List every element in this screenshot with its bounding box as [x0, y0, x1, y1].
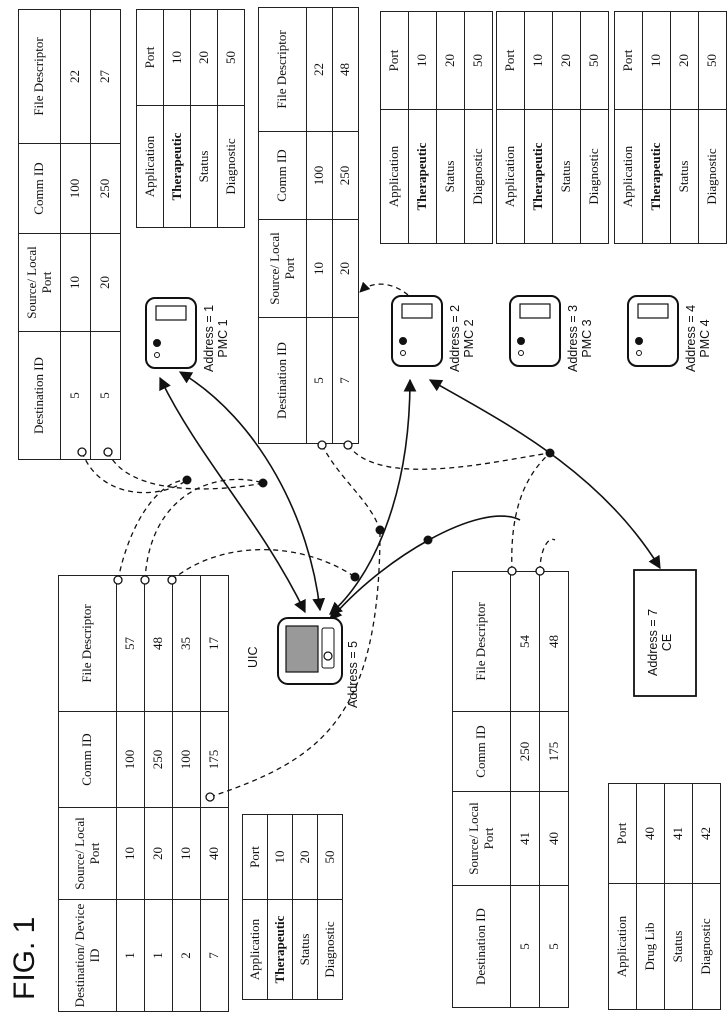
link-uic-ce [330, 516, 520, 620]
pmc2-device-icon [392, 296, 442, 366]
ce-address-label: Address = 7CE [646, 609, 675, 676]
link-pmc2-ce [430, 380, 660, 568]
pmc2-address-label: Address = 2PMC 2 [448, 305, 477, 372]
junction-dot [424, 536, 433, 545]
pmc3-device-icon [510, 296, 560, 366]
pmc4-address-label: Address = 4PMC 4 [684, 305, 713, 372]
uic-name-label: UIC [246, 646, 260, 668]
link-uic-pmc2 [330, 380, 410, 614]
pmc3-address-label: Address = 3PMC 3 [566, 305, 595, 372]
uic-device-icon [278, 618, 342, 684]
pmc1-address-label: Address = 1PMC 1 [202, 305, 231, 372]
pmc4-device-icon [628, 296, 678, 366]
link-uic-pmc1b [180, 372, 320, 610]
pmc1-device-icon [146, 298, 196, 368]
uic-address-label: Address = 5 [346, 641, 360, 708]
link-uic-pmc1 [160, 378, 305, 612]
junction-dot [351, 573, 360, 582]
